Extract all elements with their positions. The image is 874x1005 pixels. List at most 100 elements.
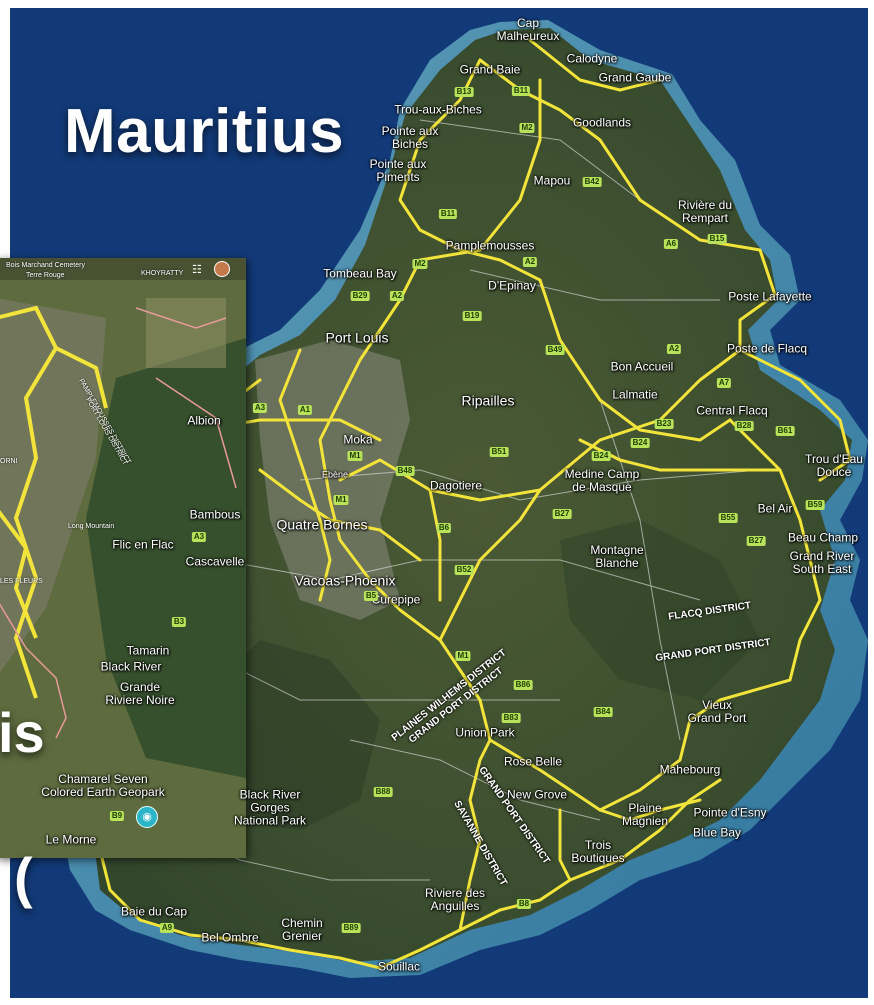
- road-shield: B29: [350, 291, 370, 301]
- road-shield: B11: [511, 86, 531, 96]
- place-label: Quatre Bornes: [276, 516, 368, 533]
- place-label: Beau Champ: [787, 530, 859, 545]
- place-label: Souillac: [377, 959, 421, 974]
- inset-terrain: [0, 258, 246, 858]
- inset-cut-title-2: (: [14, 846, 33, 909]
- road-shield: B52: [454, 565, 474, 575]
- place-label: Union Park: [455, 725, 515, 740]
- road-shield: A6: [663, 239, 679, 249]
- road-shield: B8: [516, 899, 532, 909]
- road-shield: B48: [395, 466, 415, 476]
- inset-label: Bois Marchand Cemetery: [6, 262, 85, 269]
- place-label: Bon Accueil: [610, 359, 674, 374]
- place-label: Bambous: [189, 507, 241, 522]
- road-shield: B88: [373, 787, 393, 797]
- road-shield: B49: [545, 345, 565, 355]
- road-shield: B55: [718, 513, 738, 523]
- place-label: Dagotiere: [429, 478, 483, 493]
- place-label: Blue Bay: [692, 825, 742, 840]
- place-label: Lalmatie: [612, 387, 658, 402]
- road-shield: B11: [438, 209, 458, 219]
- road-shield: B51: [489, 447, 509, 457]
- road-shield: B15: [707, 234, 727, 244]
- place-label: Baie du Cap: [120, 904, 188, 919]
- place-label: Ripailles: [461, 392, 515, 409]
- mountain-shade-2: [560, 520, 760, 700]
- place-label: Poste de Flacq: [726, 341, 808, 356]
- inset-label: ORNI: [0, 458, 18, 465]
- road-shield: B6: [436, 523, 452, 533]
- apps-grid-icon[interactable]: ☷: [192, 264, 202, 276]
- place-label: Port Louis: [325, 329, 389, 346]
- place-label: Bel Ombre: [201, 930, 259, 945]
- place-label: New Grove: [506, 787, 568, 802]
- place-label: Bel Air: [757, 501, 793, 516]
- road-shield: M1: [333, 495, 349, 505]
- road-shield: B27: [552, 509, 572, 519]
- inset-cut-title: is: [0, 701, 45, 764]
- road-shield: B84: [593, 707, 613, 717]
- road-shield: M1: [347, 451, 363, 461]
- road-shield: B59: [805, 500, 825, 510]
- inset-label: Long Mountain: [68, 523, 115, 530]
- road-shield: B83: [501, 713, 521, 723]
- place-label: Central Flacq: [696, 403, 768, 418]
- road-shield: A2: [522, 257, 538, 267]
- road-shield: M1: [455, 651, 471, 661]
- place-label: Vacoas-Phoenix: [294, 572, 396, 589]
- place-label: Trou-aux-Biches: [394, 102, 482, 117]
- road-shield: B86: [513, 680, 533, 690]
- road-shield: A2: [666, 344, 682, 354]
- road-shield: B28: [734, 421, 754, 431]
- road-shield: A1: [297, 405, 313, 415]
- road-shield: B27: [746, 536, 766, 546]
- place-label: Calodyne: [566, 51, 618, 66]
- place-label: Moka: [343, 432, 373, 447]
- road-shield: B89: [341, 923, 361, 933]
- place-label: Albion: [187, 413, 221, 428]
- road-shield: B24: [591, 451, 611, 461]
- road-shield: B19: [462, 311, 482, 321]
- inset-toolbar: [0, 258, 246, 280]
- map-title: Mauritius: [64, 97, 345, 166]
- road-shield: B5: [363, 591, 379, 601]
- place-label: Poste Lafayette: [728, 289, 812, 304]
- urban-area: [255, 340, 410, 620]
- place-label: Cascavelle: [185, 554, 245, 569]
- inset-label: Terre Rouge: [26, 272, 65, 279]
- place-label: Ebène: [321, 469, 349, 480]
- place-label: Pamplemousses: [445, 238, 535, 253]
- road-shield: B3: [171, 617, 187, 627]
- place-label: Black River: [100, 659, 162, 674]
- road-shield: B9: [109, 811, 125, 821]
- road-shield: A3: [191, 532, 207, 542]
- road-shield: M2: [412, 259, 428, 269]
- road-shield: A7: [716, 378, 732, 388]
- user-avatar-icon[interactable]: [214, 261, 230, 277]
- road-shield: B42: [582, 177, 602, 187]
- inset-map[interactable]: Bois Marchand Cemetery Terre Rouge KHOYR…: [0, 258, 246, 858]
- place-label: Curepipe: [371, 592, 421, 607]
- road-shield: B61: [775, 426, 795, 436]
- camera-pin-icon[interactable]: ◉: [136, 806, 158, 828]
- place-label: Tombeau Bay: [323, 266, 397, 281]
- inset-label: LES FLEURS: [0, 578, 43, 585]
- place-label: Rose Belle: [503, 754, 563, 769]
- road-shield: A3: [252, 403, 268, 413]
